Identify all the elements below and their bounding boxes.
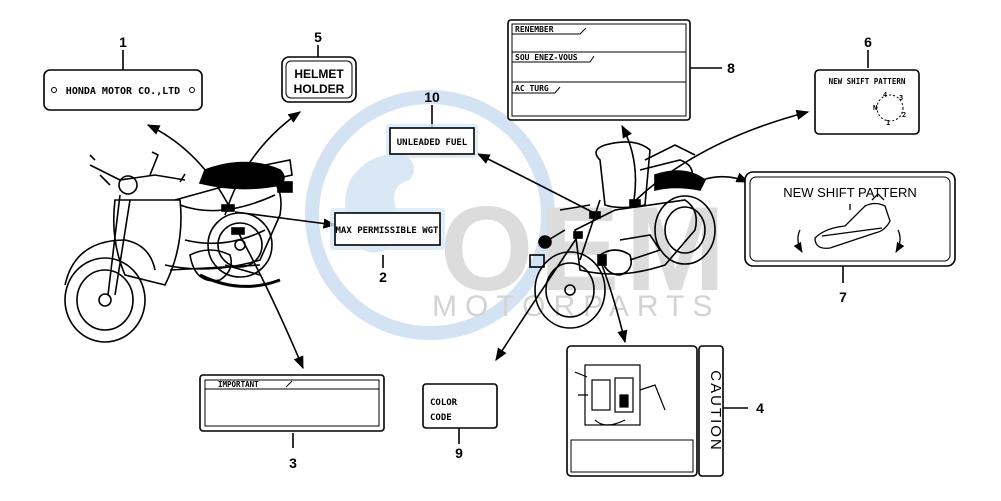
label-1-honda-plate: HONDA MOTOR CO.,LTD (43, 69, 203, 111)
arrow-to-label-3 (237, 231, 304, 370)
arrow-to-label-4 (601, 264, 628, 344)
label-8-remember: RENEMBER SOU ENEZ-VOUS AC TURG (507, 19, 691, 121)
label-9-color-code: COLOR CODE (422, 383, 498, 429)
unleaded-text: UNLEADED FUEL (397, 138, 468, 148)
label-6-shift-pattern-small: NEW SHIFT PATTERN 4 3 N 2 1 (814, 69, 920, 135)
shift-digit-1: 1 (886, 119, 890, 127)
callout-2: 2 (379, 269, 387, 285)
shift-pattern-dial (876, 94, 904, 122)
shift-digit-n: N (873, 104, 877, 112)
shift-digit-3: 3 (899, 94, 903, 102)
arrow-to-label-5 (224, 111, 302, 216)
arrow-to-label-6 (635, 109, 810, 201)
remember-row-3: AC TURG (515, 84, 549, 93)
label-5-helmet-holder: HELMET HOLDER (281, 56, 357, 103)
leader-arrows (122, 45, 869, 448)
color-code-line1: COLOR (430, 398, 458, 408)
max-weight-text: MAX PERMISSIBLE WGT (336, 226, 440, 236)
callout-7: 7 (839, 289, 847, 305)
helmet-line1: HELMET (294, 67, 344, 81)
remember-row-1: RENEMBER (515, 25, 554, 34)
callout-5: 5 (314, 29, 322, 45)
caution-engine-illustration (574, 364, 666, 426)
callout-9: 9 (455, 445, 463, 461)
label-4-caution: CAUTION (566, 345, 724, 477)
arrow-to-label-8 (621, 124, 637, 201)
shift-digit-4: 4 (883, 91, 887, 99)
caution-text: CAUTION (707, 370, 724, 452)
callout-6: 6 (864, 34, 872, 50)
important-text: IMPORTANT (218, 380, 259, 389)
callout-numbers: 1 2 3 4 5 6 7 8 9 10 (119, 29, 872, 471)
arrow-to-label-2 (234, 211, 337, 229)
watermark-globe (305, 90, 555, 340)
color-code-line2: CODE (430, 413, 452, 423)
label-7-shift-pattern-big: NEW SHIFT PATTERN (744, 171, 956, 267)
motorcycle-left-illustration (64, 151, 293, 343)
callout-8: 8 (727, 60, 735, 76)
callout-1: 1 (119, 34, 127, 50)
remember-row-2: SOU ENEZ-VOUS (515, 53, 578, 62)
label-2-max-weight: MAX PERMISSIBLE WGT (330, 208, 445, 250)
shift-digit-2: 2 (902, 111, 906, 119)
label-3-important: IMPORTANT (199, 374, 385, 432)
honda-plate-text: HONDA MOTOR CO.,LTD (66, 86, 180, 97)
callout-3: 3 (289, 455, 297, 471)
callout-10: 10 (424, 89, 440, 105)
callout-4: 4 (756, 400, 764, 416)
motorcycle-right-illustration (529, 141, 716, 329)
shift-boot-pedal-icon (793, 193, 905, 253)
helmet-line2: HOLDER (294, 82, 345, 96)
arrow-to-label-7 (689, 172, 750, 186)
arrow-to-label-10 (476, 153, 599, 216)
arrow-to-label-1 (146, 124, 231, 209)
shift-small-title: NEW SHIFT PATTERN (829, 77, 906, 86)
label-10-unleaded-fuel: UNLEADED FUEL (386, 124, 478, 158)
shift-big-title: NEW SHIFT PATTERN (783, 185, 917, 200)
arrow-to-label-9 (495, 235, 579, 362)
watermark-subtitle: MOTORPARTS (432, 290, 720, 323)
